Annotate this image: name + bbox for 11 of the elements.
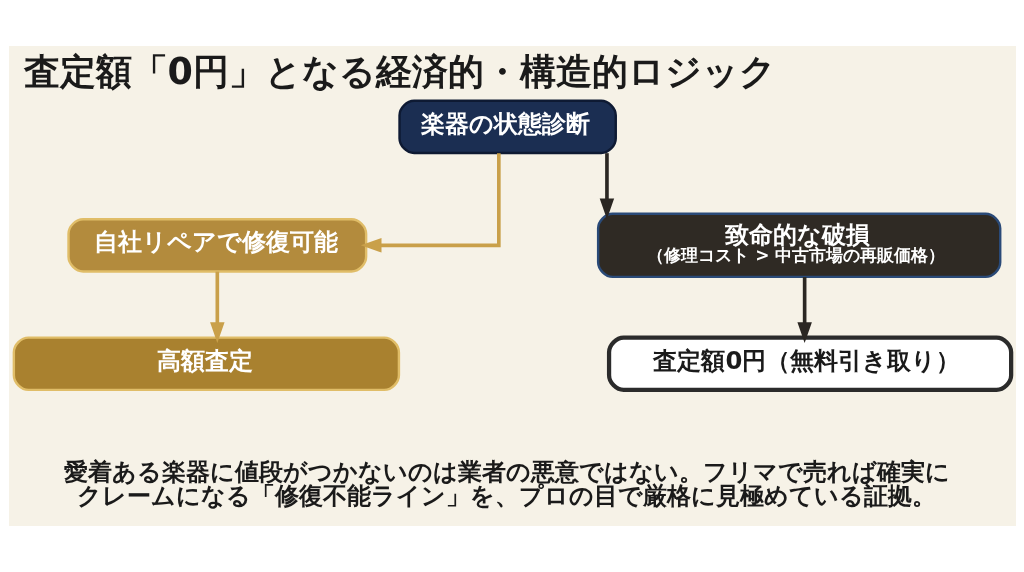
- node-box: 致命的な破損 （修理コスト > 中古市場の再販価格）: [596, 212, 1001, 279]
- arrow: [599, 153, 614, 220]
- node-box: 自社リペアで修復可能: [66, 217, 367, 273]
- arrow: [796, 277, 812, 344]
- diagram-title: 査定額「0円」となる経済的・構造的ロジック: [23, 49, 776, 93]
- node-box: 査定額0円（無料引き取り）: [606, 335, 1013, 392]
- arrow: [360, 153, 501, 253]
- node-box: 高額査定: [12, 336, 400, 392]
- node-box: 楽器の状態診断: [397, 99, 617, 155]
- arrow: [209, 271, 225, 344]
- caption: 愛着ある楽器に値段がつかないのは業者の悪意ではない。フリマで売れば確実にクレームになる「修復不能ライン」を、プロの目で厳格に見極めている証拠。: [63, 456, 950, 511]
